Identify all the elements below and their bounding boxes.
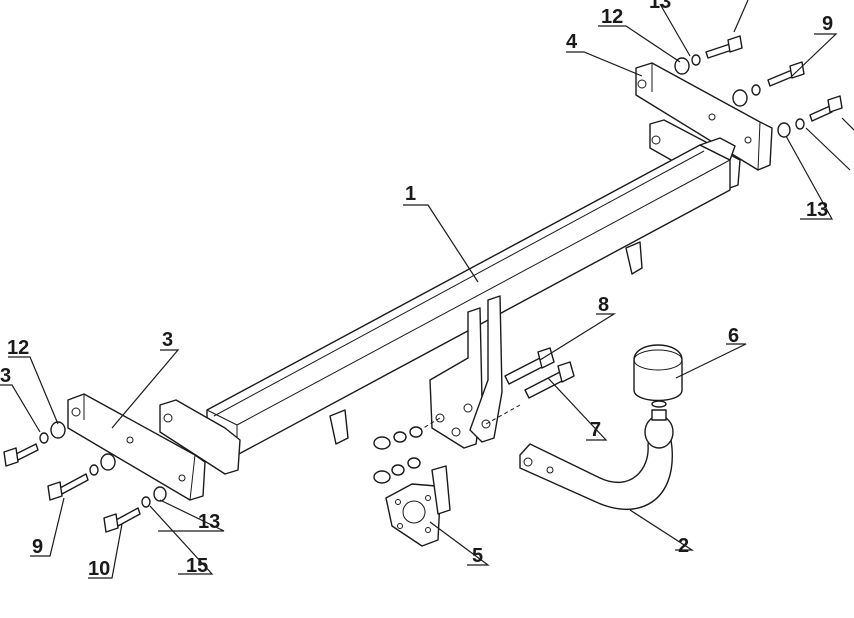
callout-beam: 1	[405, 183, 416, 205]
long-bolt-8	[504, 347, 555, 385]
callout-left-bolt-partial: 3	[0, 365, 11, 387]
callout-spring-washer-13-left: 13	[198, 511, 220, 533]
callout-ball-neck: 2	[678, 535, 689, 557]
callout-long-bolt-8: 8	[598, 294, 609, 316]
callout-tow-ball-cap: 6	[728, 325, 739, 347]
long-bolt-7	[524, 361, 575, 399]
callout-spring-washer-13-right-bottom: 13	[806, 199, 828, 221]
left-bracket	[67, 393, 241, 501]
leader-lines	[0, 0, 854, 579]
callout-washer-12-right: 12	[601, 6, 623, 28]
tow-ball-cap	[633, 344, 683, 408]
callout-bolt-10: 10	[88, 558, 110, 580]
callout-left-bracket: 3	[162, 329, 173, 351]
callout-washer-12-left: 12	[7, 337, 29, 359]
callout-bolt-9-right: 9	[822, 13, 833, 35]
left-fasteners	[3, 421, 167, 533]
callout-labels: 1 2 3 3 4 5 6 7 8 9 9 10 12 12 13 13 13 …	[0, 0, 833, 580]
callout-washer-15: 15	[186, 555, 208, 577]
neck-mount-plates	[419, 295, 521, 449]
neck-nuts-washers	[373, 426, 423, 484]
ball-neck	[519, 409, 674, 511]
callout-socket-plate: 5	[472, 545, 483, 567]
socket-plate	[385, 465, 451, 547]
callout-spring-washer-13-right-top: 13	[649, 0, 671, 13]
callout-long-bolt-7: 7	[590, 419, 601, 441]
callout-right-bracket: 4	[566, 31, 578, 53]
callout-bolt-9-left: 9	[32, 536, 43, 558]
